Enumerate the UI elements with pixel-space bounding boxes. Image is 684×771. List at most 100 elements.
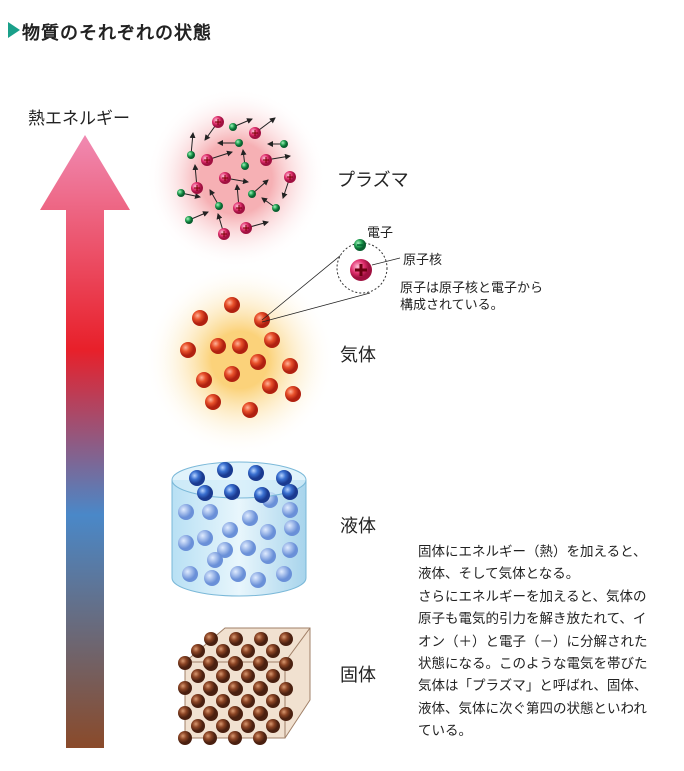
heat-energy-arrow	[40, 135, 130, 748]
solid-particle	[216, 669, 230, 683]
solid-particle	[191, 669, 205, 683]
electron	[215, 202, 223, 210]
solid-particle	[229, 632, 243, 646]
liquid-particle	[276, 566, 292, 582]
electron	[235, 139, 243, 147]
liquid-label: 液体	[340, 516, 376, 537]
liquid-particle	[230, 566, 246, 582]
solid-particle	[253, 656, 267, 670]
title-marker-icon	[8, 22, 20, 38]
liquid-particle	[250, 572, 266, 588]
solid-particle	[178, 706, 192, 720]
paragraph-line: 状態になる。このような電気を帯びた	[418, 656, 648, 673]
paragraph-line: オン（＋）と電子（－）に分解された	[418, 633, 648, 650]
solid-particle	[279, 682, 293, 696]
liquid-particle	[202, 504, 218, 520]
electron-label: 電子	[367, 226, 394, 241]
gas-particle	[282, 358, 298, 374]
gas-particle	[262, 378, 278, 394]
gas-particle	[205, 394, 221, 410]
page-title: 物質のそれぞれの状態	[22, 23, 212, 44]
liquid-particle	[276, 470, 292, 486]
explanation-paragraph: 固体にエネルギー（熱）を加えると、 液体、そして気体となる。 さらにエネルギーを…	[418, 541, 648, 743]
electron	[248, 190, 256, 198]
liquid-particle	[240, 540, 256, 556]
paragraph-line: さらにエネルギーを加えると、気体の	[418, 588, 647, 605]
gas-glow	[145, 265, 335, 455]
gas-particle	[250, 354, 266, 370]
liquid-particle	[242, 510, 258, 526]
liquid-particle	[178, 504, 194, 520]
liquid-particle	[189, 470, 205, 486]
paragraph-line: 液体、気体に次ぐ第四の状態といわれ	[418, 700, 647, 717]
gas-particle	[224, 297, 240, 313]
solid-particle	[178, 681, 192, 695]
nucleus-label: 原子核	[403, 253, 443, 268]
solid-particle	[254, 632, 268, 646]
solid-particle	[228, 656, 242, 670]
solid-particle	[203, 731, 217, 745]
paragraph-line: ている。	[418, 723, 472, 740]
paragraph-line: 原子も電気的引力を解き放たれて、イ	[418, 611, 647, 628]
liquid-particle	[282, 542, 298, 558]
liquid-particle	[178, 535, 194, 551]
solid-particle	[279, 632, 293, 646]
electron	[187, 151, 195, 159]
solid-particle	[216, 719, 230, 733]
gas-particle	[264, 332, 280, 348]
heat-energy-label: 熱エネルギー	[28, 109, 130, 129]
plasma-glow	[146, 88, 326, 268]
solid-particle	[253, 706, 267, 720]
solid-particle	[241, 644, 255, 658]
gas-particle	[242, 402, 258, 418]
electron	[177, 189, 185, 197]
solid-particle	[266, 669, 280, 683]
liquid-particle	[217, 462, 233, 478]
liquid-particle	[182, 566, 198, 582]
solid-particle	[228, 681, 242, 695]
liquid-particle	[284, 520, 300, 536]
electron	[241, 162, 249, 170]
liquid-particle	[248, 465, 264, 481]
gas-particle	[210, 338, 226, 354]
plasma-label: プラズマ	[337, 170, 409, 191]
solid-label: 固体	[340, 665, 376, 686]
solid-particle	[228, 731, 242, 745]
liquid-particle	[282, 502, 298, 518]
liquid-particle	[222, 522, 238, 538]
electron	[280, 140, 288, 148]
solid-particle	[216, 644, 230, 658]
atom-detail	[261, 239, 401, 323]
solid-particle	[241, 694, 255, 708]
liquid-particle	[204, 570, 220, 586]
gas-particle	[232, 338, 248, 354]
solid-particle	[228, 706, 242, 720]
solid-particle	[279, 707, 293, 721]
gas-particle	[196, 372, 212, 388]
solid-particle	[203, 681, 217, 695]
liquid-particle	[197, 530, 213, 546]
solid-particle	[266, 719, 280, 733]
solid-particle	[191, 694, 205, 708]
solid-particle	[279, 657, 293, 671]
gas-particle	[180, 342, 196, 358]
atom-description: 原子は原子核と電子から 構成されている。	[400, 280, 543, 314]
electron	[185, 216, 193, 224]
solid-particle	[266, 644, 280, 658]
atom-description-line: 原子は原子核と電子から	[400, 281, 544, 296]
liquid-particle	[260, 524, 276, 540]
solid-particle	[253, 681, 267, 695]
electron	[272, 204, 280, 212]
paragraph-line: 気体は「プラズマ」と呼ばれ、固体、	[418, 678, 648, 695]
liquid-particle	[217, 542, 233, 558]
electron	[229, 123, 237, 131]
gas-particle	[192, 310, 208, 326]
solid-particle	[203, 706, 217, 720]
liquid-container	[171, 461, 307, 597]
solid-particle	[203, 656, 217, 670]
liquid-particle	[207, 552, 223, 568]
solid-particle	[191, 719, 205, 733]
solid-lattice	[178, 627, 311, 745]
solid-particle	[178, 656, 192, 670]
